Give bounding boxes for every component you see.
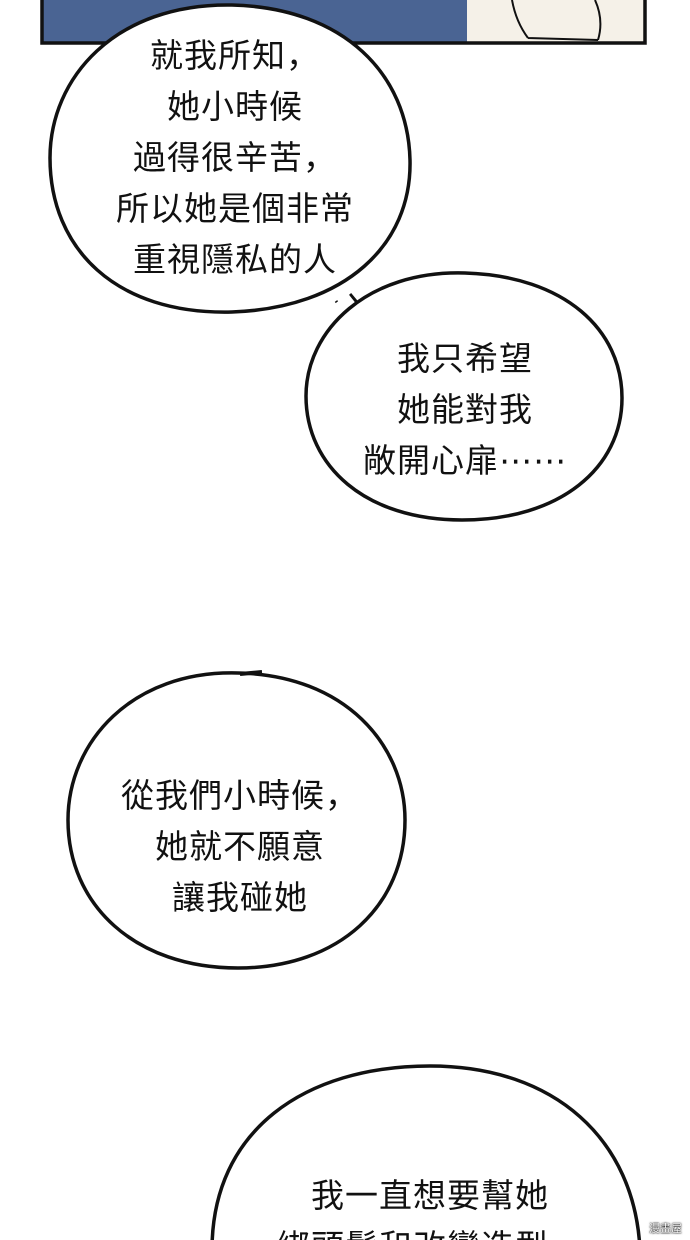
bubble-3-line-2: 她就不願意 bbox=[155, 827, 325, 866]
bubble-1-line-5: 重視隱私的人 bbox=[133, 240, 337, 279]
bubble-2-line-3: 敞開心扉⋯⋯ bbox=[363, 441, 567, 480]
speech-bubble-4 bbox=[210, 1064, 641, 1240]
top-panel-cream-area bbox=[467, 0, 645, 44]
bubble-3-text: 從我們小時候， 她就不願意 讓我碰她 bbox=[100, 770, 380, 923]
bubble-4-text: 我一直想要幫她 綁頭髮和改變造型， bbox=[240, 1170, 620, 1240]
bubble-1-line-4: 所以她是個非常 bbox=[116, 189, 354, 228]
bubble-connector-gap bbox=[335, 293, 357, 315]
bubble-2-line-2: 她能對我 bbox=[397, 390, 533, 429]
bubble-1-line-1: 就我所知， bbox=[150, 36, 320, 75]
bubble-3-line-3: 讓我碰她 bbox=[172, 878, 308, 917]
speech-bubble-3 bbox=[66, 671, 407, 970]
bubble-1-line-2: 她小時候 bbox=[167, 87, 303, 126]
speech-bubble-2 bbox=[304, 271, 624, 522]
bubble-4-line-1: 我一直想要幫她 bbox=[311, 1176, 549, 1215]
bubble-1-text: 就我所知， 她小時候 過得很辛苦， 所以她是個非常 重視隱私的人 bbox=[95, 30, 375, 285]
bubble-3-ink-mark bbox=[239, 670, 263, 676]
speech-bubble-1 bbox=[48, 3, 412, 314]
bubble-4-line-2: 綁頭髮和改變造型， bbox=[240, 1221, 620, 1240]
top-panel-figure-lines bbox=[511, 0, 602, 41]
bubble-2-text: 我只希望 她能對我 敞開心扉⋯⋯ bbox=[340, 333, 590, 486]
bubble-2-line-1: 我只希望 bbox=[397, 339, 533, 378]
bubble-1-line-3: 過得很辛苦， bbox=[133, 138, 337, 177]
bubble-3-line-1: 從我們小時候， bbox=[121, 776, 359, 815]
watermark-text: 漫畫屋 bbox=[649, 1222, 682, 1235]
